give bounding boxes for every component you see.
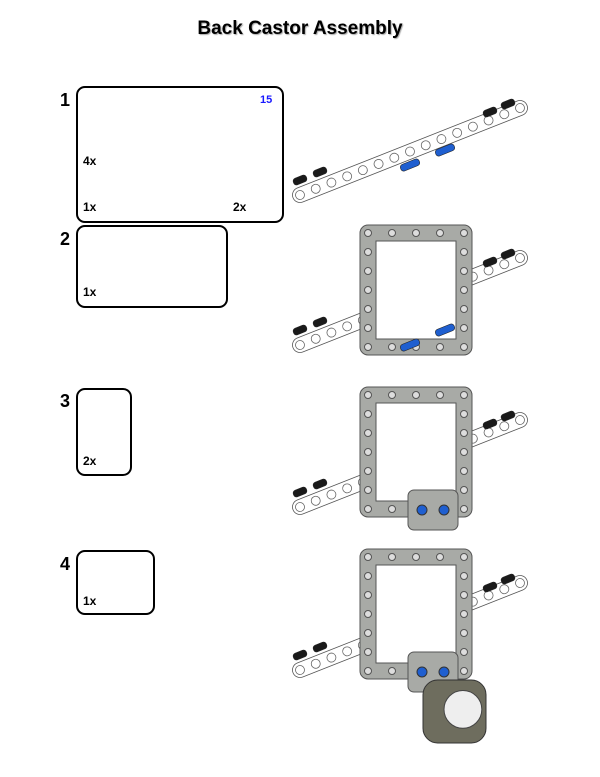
assembly-black-pin bbox=[292, 324, 308, 336]
part-quantity: 1x bbox=[83, 285, 97, 299]
parts-list-box-step-4 bbox=[76, 550, 155, 615]
parts-list-box-step-3 bbox=[76, 388, 132, 476]
assembly-black-pin bbox=[482, 256, 498, 268]
parts-list-box-step-1 bbox=[76, 86, 284, 223]
assembly-frame-step-3 bbox=[359, 386, 473, 518]
parts-list-box-step-2 bbox=[76, 225, 228, 308]
part-quantity: 2x bbox=[233, 200, 247, 214]
assembly-black-pin bbox=[312, 166, 328, 178]
assembly-blue-pin bbox=[400, 338, 420, 352]
assembly-black-pin bbox=[500, 410, 516, 422]
assembly-black-pin bbox=[312, 316, 328, 328]
assembly-blue-pin bbox=[400, 158, 420, 172]
assembly-black-pin bbox=[482, 106, 498, 118]
assembly-black-pin bbox=[292, 486, 308, 498]
step-number: 4 bbox=[60, 554, 71, 574]
assembly-black-pin bbox=[500, 98, 516, 110]
part-quantity: 2x bbox=[83, 454, 97, 468]
part-quantity: 1x bbox=[83, 200, 97, 214]
page-title: Back Castor Assembly bbox=[197, 18, 403, 39]
assembly-black-pin bbox=[482, 418, 498, 430]
assembly-frame-step-4 bbox=[359, 548, 473, 680]
assembly-blue-pin bbox=[435, 323, 455, 337]
assembly-black-pin bbox=[500, 573, 516, 585]
assembly-black-pin bbox=[312, 478, 328, 490]
assembly-castor-housing bbox=[422, 679, 487, 744]
assembly-black-pin bbox=[482, 581, 498, 593]
assembly-beam-step-1 bbox=[292, 100, 528, 203]
assembly-black-pin bbox=[292, 649, 308, 661]
part-quantity: 4x bbox=[83, 154, 97, 168]
assembly-black-pin bbox=[312, 641, 328, 653]
step-number: 1 bbox=[60, 90, 71, 110]
beam-length-label: 15 bbox=[260, 94, 273, 106]
step-number: 2 bbox=[60, 229, 71, 249]
step-number: 3 bbox=[60, 391, 71, 411]
part-quantity: 1x bbox=[83, 594, 97, 608]
assembly-cross-block bbox=[407, 489, 459, 531]
assembly-blue-pin bbox=[435, 143, 455, 157]
assembly-black-pin bbox=[292, 174, 308, 186]
assembly-black-pin bbox=[500, 248, 516, 260]
assembly-frame-step-2 bbox=[359, 224, 473, 356]
